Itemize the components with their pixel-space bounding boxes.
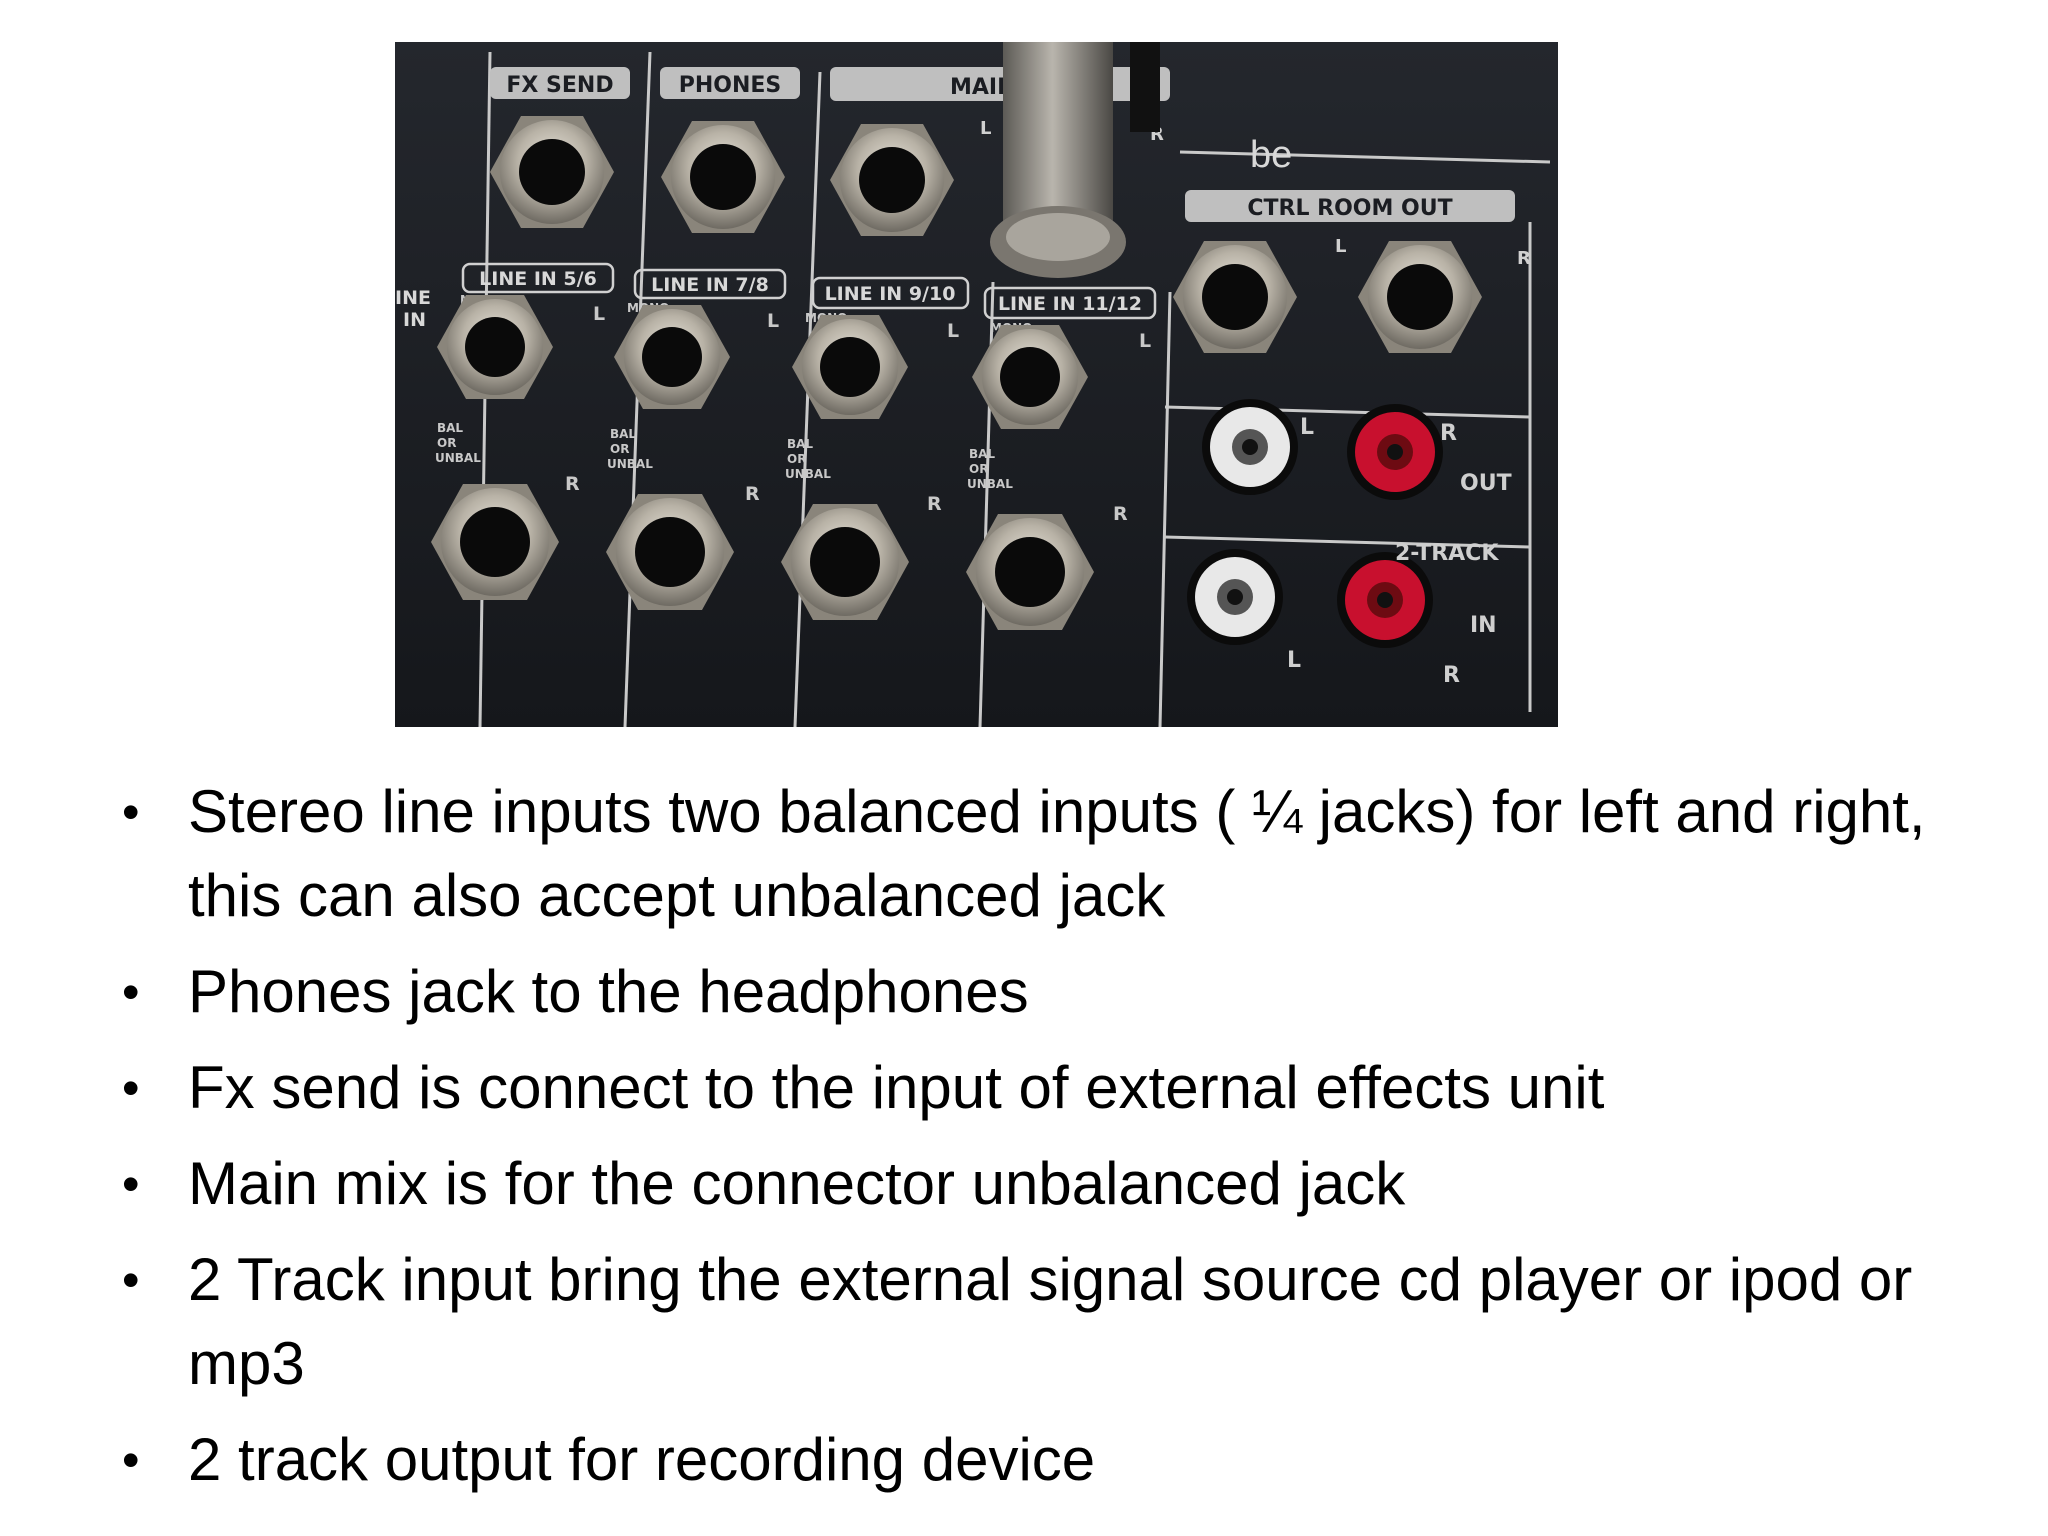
or-label-1: OR xyxy=(437,436,456,450)
ctrl-r-label: R xyxy=(1517,248,1531,269)
ctrl-room-out-panel-label: CTRL ROOM OUT xyxy=(1247,196,1452,221)
or-label-3: OR xyxy=(787,452,806,466)
bal-label-1: BAL xyxy=(437,421,463,435)
fx-send-panel-label: FX SEND xyxy=(506,73,613,98)
or-label-4: OR xyxy=(969,462,988,476)
bullet-marker: • xyxy=(122,1156,140,1212)
bullet-text: 2 track output for recording device xyxy=(188,1426,1096,1493)
bullet-text: Phones jack to the headphones xyxy=(188,958,1029,1025)
list-item: • 2 track output for recording device xyxy=(110,1418,1990,1502)
line-in-edge-label: INE xyxy=(395,287,431,309)
rca-in-l-label: L xyxy=(1287,648,1301,673)
l-label-2: L xyxy=(767,310,779,332)
bullet-text: Main mix is for the connector unbalanced… xyxy=(188,1150,1406,1217)
list-item: • Stereo line inputs two balanced inputs … xyxy=(110,770,1990,938)
line-in-9-10-label: LINE IN 9/10 xyxy=(825,283,956,305)
unbal-label-3: UNBAL xyxy=(785,467,831,481)
unbal-label-4: UNBAL xyxy=(967,477,1013,491)
list-item: • Main mix is for the connector unbalance… xyxy=(110,1142,1990,1226)
unbal-label-1: UNBAL xyxy=(435,451,481,465)
bullet-marker: • xyxy=(122,964,140,1020)
inserted-plug xyxy=(990,42,1160,278)
bullet-text: Fx send is connect to the input of exter… xyxy=(188,1054,1605,1121)
out-label: OUT xyxy=(1460,471,1512,496)
bullet-marker: • xyxy=(122,784,140,840)
rca-out-l-label: L xyxy=(1300,415,1314,440)
line-in-edge-label-2: IN xyxy=(403,309,426,331)
l-label-1: L xyxy=(593,303,605,325)
line-in-11-12-label: LINE IN 11/12 xyxy=(998,293,1142,315)
ctrl-l-label: L xyxy=(1335,236,1346,257)
rca-jacks xyxy=(1187,399,1443,648)
r-label-1: R xyxy=(565,473,580,495)
line-in-7-8-label: LINE IN 7/8 xyxy=(651,274,769,296)
l-label-3: L xyxy=(947,320,959,342)
r-label-4: R xyxy=(1113,503,1128,525)
rca-out-r-label: R xyxy=(1440,421,1457,446)
l-label-4: L xyxy=(1139,330,1151,352)
bullet-text: Stereo line inputs two balanced inputs (… xyxy=(188,778,1926,929)
list-item: • Phones jack to the headphones xyxy=(110,950,1990,1034)
two-track-label: 2-TRACK xyxy=(1395,541,1499,566)
phones-panel-label: PHONES xyxy=(679,73,782,98)
quarter-inch-jacks xyxy=(431,116,1482,630)
r-label-3: R xyxy=(927,493,942,515)
bullet-marker: • xyxy=(122,1252,140,1308)
r-label-2: R xyxy=(745,483,760,505)
rca-in-r-label: R xyxy=(1443,663,1460,688)
bullet-list: • Stereo line inputs two balanced inputs … xyxy=(110,770,1990,1514)
in-label: IN xyxy=(1470,613,1497,638)
line-in-5-6-label: LINE IN 5/6 xyxy=(479,268,597,290)
or-label-2: OR xyxy=(610,442,629,456)
main-l-label: L xyxy=(980,118,991,139)
list-item: • Fx send is connect to the input of exte… xyxy=(110,1046,1990,1130)
brand-logo-fragment: be xyxy=(1250,134,1292,176)
bullet-marker: • xyxy=(122,1060,140,1116)
bullet-text: 2 Track input bring the external signal … xyxy=(188,1246,1913,1397)
bal-label-3: BAL xyxy=(787,437,813,451)
bal-label-4: BAL xyxy=(969,447,995,461)
bal-label-2: BAL xyxy=(610,427,636,441)
unbal-label-2: UNBAL xyxy=(607,457,653,471)
bullet-marker: • xyxy=(122,1432,140,1488)
list-item: • 2 Track input bring the external signal… xyxy=(110,1238,1990,1406)
mixer-rear-panel-photo: FX SEND PHONES MAIN CTRL ROOM OUT L R be… xyxy=(395,42,1558,727)
